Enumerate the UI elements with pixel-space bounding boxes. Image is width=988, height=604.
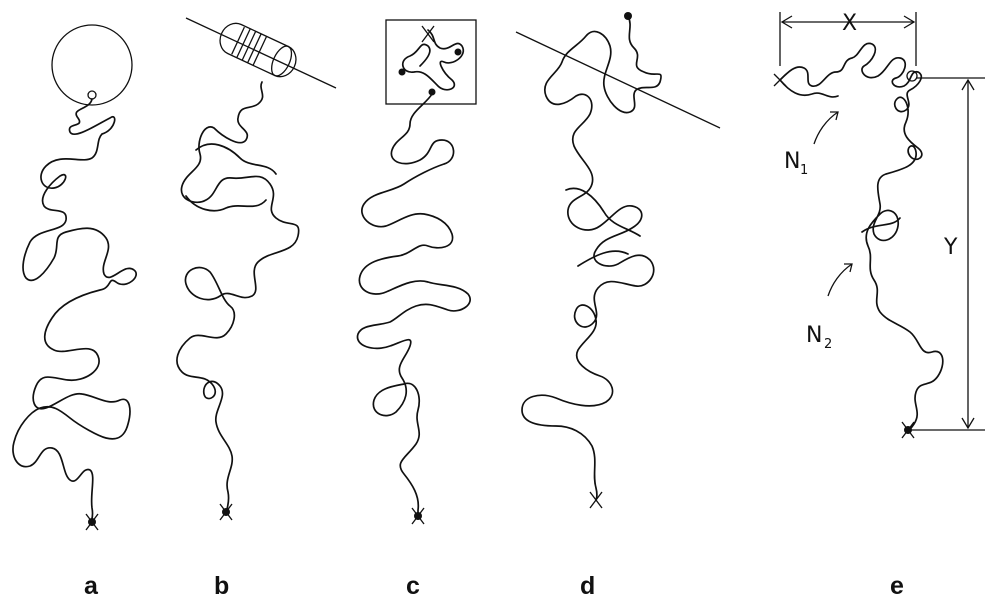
polymer-chain-c [357, 94, 470, 516]
cylinder-icon [215, 19, 301, 82]
panel-label-e: e [890, 572, 904, 601]
panel-label-b: b [214, 572, 229, 601]
polymer-chain-e [780, 43, 943, 430]
panel-c-diagram [357, 20, 476, 524]
rod [186, 18, 336, 88]
x-mark-icon [774, 74, 786, 86]
n1-label: N [784, 149, 800, 174]
n2-label: N [806, 323, 822, 348]
y-dimension-label: Y [943, 235, 958, 260]
confining-sphere [52, 25, 132, 105]
panel-e-diagram: X Y N 1 N 2 [774, 11, 985, 438]
x-mark-icon [220, 504, 232, 520]
inner-coil [403, 30, 464, 90]
x-dimension-label: X [842, 11, 857, 36]
panel-label-d: d [580, 572, 595, 601]
n1-subscript: 1 [800, 163, 808, 178]
panel-label-a: a [84, 572, 98, 601]
anchor-ring-icon [88, 91, 96, 99]
panel-b-diagram [177, 18, 336, 520]
n1-pointer-arrow [814, 112, 838, 144]
panel-label-c: c [406, 572, 420, 601]
panel-d-diagram [516, 12, 720, 508]
dot-icon [455, 49, 462, 56]
polymer-chain-b [177, 82, 299, 512]
dot-icon [399, 69, 406, 76]
n2-pointer-arrow [828, 264, 852, 296]
boundary-line [516, 32, 720, 128]
polymer-chain-a [13, 99, 136, 522]
n2-subscript: 2 [824, 337, 832, 352]
x-mark-icon [590, 492, 602, 508]
panel-a-diagram [13, 25, 136, 530]
